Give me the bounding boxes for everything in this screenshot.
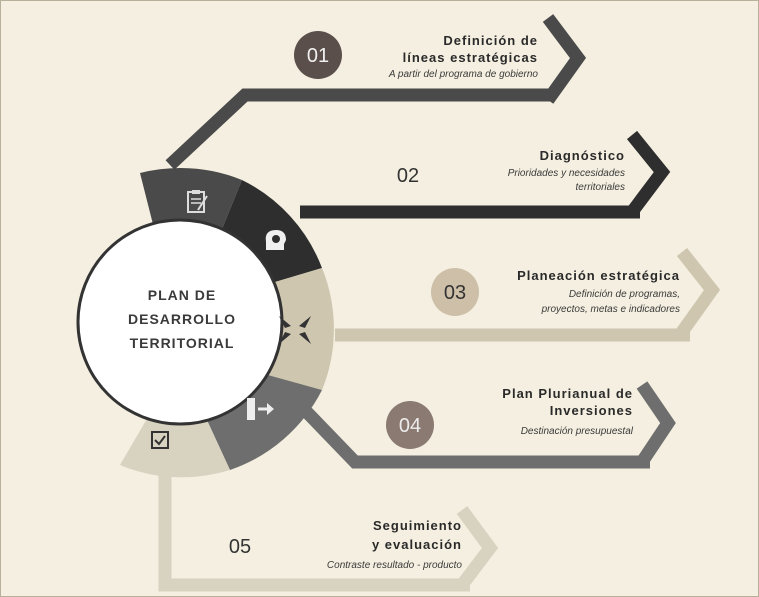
step-03-title: Planeación estratégica xyxy=(517,268,680,283)
step-03-chevron xyxy=(676,247,721,336)
step-02-title: Diagnóstico xyxy=(540,148,625,163)
step-04-subtitle: Destinación presupuestal xyxy=(521,426,634,437)
step-01-subtitle: A partir del programa de gobierno xyxy=(388,69,539,80)
center-line-1: PLAN DE xyxy=(148,287,216,303)
step-01-chevron xyxy=(542,14,587,104)
step-01-band xyxy=(165,88,555,170)
step-03-badge xyxy=(431,268,479,316)
step-04-title-1: Plan Plurianual de xyxy=(502,386,633,401)
step-01-badge xyxy=(294,31,342,79)
step-05-number: 05 xyxy=(229,536,251,558)
step-02-chevron xyxy=(626,130,671,216)
step-02-subtitle-2: territoriales xyxy=(576,182,625,193)
step-04-number: 04 xyxy=(399,415,421,437)
step-05-band xyxy=(158,470,470,592)
step-01-title-1: Definición de xyxy=(443,33,538,48)
step-05-title-2: y evaluación xyxy=(372,537,462,552)
center-line-3: TERRITORIAL xyxy=(130,335,235,351)
step-05-chevron xyxy=(456,506,499,589)
step-04-badge xyxy=(386,401,434,449)
step-01-number: 01 xyxy=(307,45,329,67)
step-04-chevron xyxy=(636,381,676,466)
step-05-title-1: Seguimiento xyxy=(373,518,462,533)
checkbox-icon xyxy=(151,431,169,449)
step-02-subtitle-1: Prioridades y necesidades xyxy=(508,168,625,179)
head-gear-icon xyxy=(265,230,286,250)
ring-segment-05 xyxy=(120,405,230,478)
arrows-converge-icon xyxy=(279,316,311,344)
step-03-subtitle-1: Definición de programas, xyxy=(569,289,680,300)
clipboard-icon xyxy=(187,190,208,213)
step-04-title-2: Inversiones xyxy=(550,403,633,418)
step-01-title-2: líneas estratégicas xyxy=(403,50,538,65)
step-02-number: 02 xyxy=(397,165,419,187)
exit-door-icon xyxy=(247,398,274,420)
step-05-subtitle: Contraste resultado - producto xyxy=(327,560,463,571)
step-04-band xyxy=(295,400,650,469)
center-line-2: DESARROLLO xyxy=(128,311,236,327)
step-03-subtitle-2: proyectos, metas e indicadores xyxy=(541,304,680,315)
step-03-number: 03 xyxy=(444,282,466,304)
